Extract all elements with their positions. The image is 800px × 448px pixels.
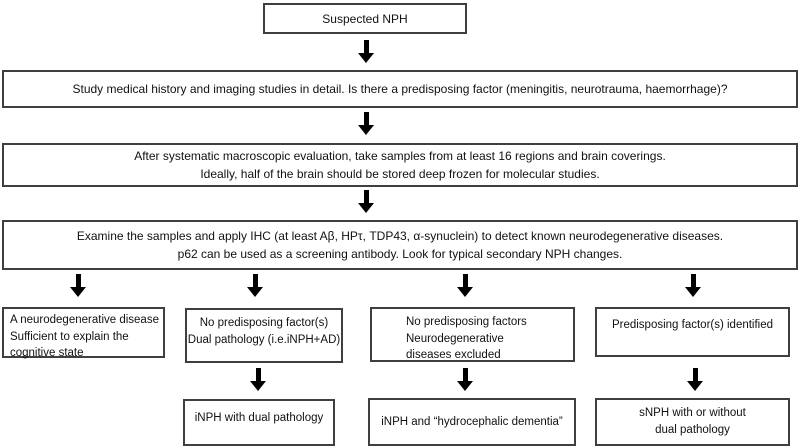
step-ihc-line2: p62 can be used as a screening antibody.… — [177, 247, 623, 261]
branch-predisposing-identified: Predisposing factor(s) identified — [595, 307, 790, 357]
arrow-stem — [462, 368, 468, 381]
branch3-line3: diseases excluded — [406, 349, 501, 361]
branch1-line3: cognitive state — [10, 347, 84, 359]
arrow-head — [687, 381, 703, 391]
branch2-line1: No predisposing factor(s) — [199, 317, 329, 329]
branch3-line2: Neurodegenerative — [406, 332, 504, 345]
step-ihc: Examine the samples and apply IHC (at le… — [2, 220, 798, 270]
arrow-down-icon — [249, 368, 267, 391]
outcome-inph-dual-pathology: iNPH with dual pathology — [183, 399, 335, 446]
arrow-head — [358, 203, 374, 213]
arrow-down-icon — [246, 274, 264, 297]
branch-no-predisposing-excluded: No predisposing factors Neurodegenerativ… — [370, 307, 575, 362]
step-medical-history-text: Study medical history and imaging studie… — [72, 82, 728, 96]
arrow-down-icon — [69, 274, 87, 297]
arrow-stem — [363, 112, 369, 125]
step-sampling-line1: After systematic macroscopic evaluation,… — [134, 149, 666, 163]
arrow-stem — [75, 274, 81, 287]
branch1-line1: A neurodegenerative disease — [10, 314, 159, 326]
outcome3-line2: dual pathology — [655, 423, 730, 436]
step-suspected-nph: Suspected NPH — [263, 3, 467, 34]
outcome-inph-hydrocephalic-dementia: iNPH and “hydrocephalic dementia” — [368, 398, 576, 446]
arrow-stem — [690, 274, 696, 287]
arrow-stem — [255, 368, 261, 381]
arrow-head — [358, 125, 374, 135]
arrow-stem — [462, 274, 468, 287]
branch4-text: Predisposing factor(s) identified — [611, 319, 774, 331]
outcome1-text: iNPH with dual pathology — [194, 412, 324, 424]
outcome2-text: iNPH and “hydrocephalic dementia” — [381, 416, 563, 428]
arrow-down-icon — [456, 274, 474, 297]
step-ihc-line1: Examine the samples and apply IHC (at le… — [76, 229, 724, 243]
arrow-down-icon — [357, 40, 375, 63]
arrow-down-icon — [684, 274, 702, 297]
branch2-line2: Dual pathology (i.e.iNPH+AD) — [187, 333, 341, 346]
arrow-down-icon — [357, 190, 375, 213]
branch3-line1: No predisposing factors — [406, 316, 527, 328]
arrow-stem — [363, 40, 369, 53]
branch-no-predisposing-dual-pathology: No predisposing factor(s) Dual pathology… — [185, 308, 343, 363]
step-medical-history: Study medical history and imaging studie… — [2, 70, 798, 108]
arrow-stem — [363, 190, 369, 203]
arrow-head — [685, 287, 701, 297]
arrow-head — [358, 53, 374, 63]
outcome-snph: sNPH with or without dual pathology — [595, 398, 790, 446]
branch1-line2: Sufficient to explain the — [10, 330, 129, 343]
arrow-head — [70, 287, 86, 297]
step-sampling-line2: Ideally, half of the brain should be sto… — [200, 167, 600, 181]
arrow-head — [247, 287, 263, 297]
arrow-stem — [692, 368, 698, 381]
outcome3-line1: sNPH with or without — [639, 407, 746, 419]
arrow-down-icon — [456, 368, 474, 391]
step-sampling: After systematic macroscopic evaluation,… — [2, 143, 798, 187]
arrow-head — [250, 381, 266, 391]
branch-neurodegenerative-disease: A neurodegenerative disease Sufficient t… — [2, 307, 165, 359]
arrow-head — [457, 381, 473, 391]
arrow-down-icon — [686, 368, 704, 391]
step-suspected-nph-text: Suspected NPH — [322, 11, 408, 26]
arrow-stem — [252, 274, 258, 287]
arrow-head — [457, 287, 473, 297]
arrow-down-icon — [357, 112, 375, 135]
